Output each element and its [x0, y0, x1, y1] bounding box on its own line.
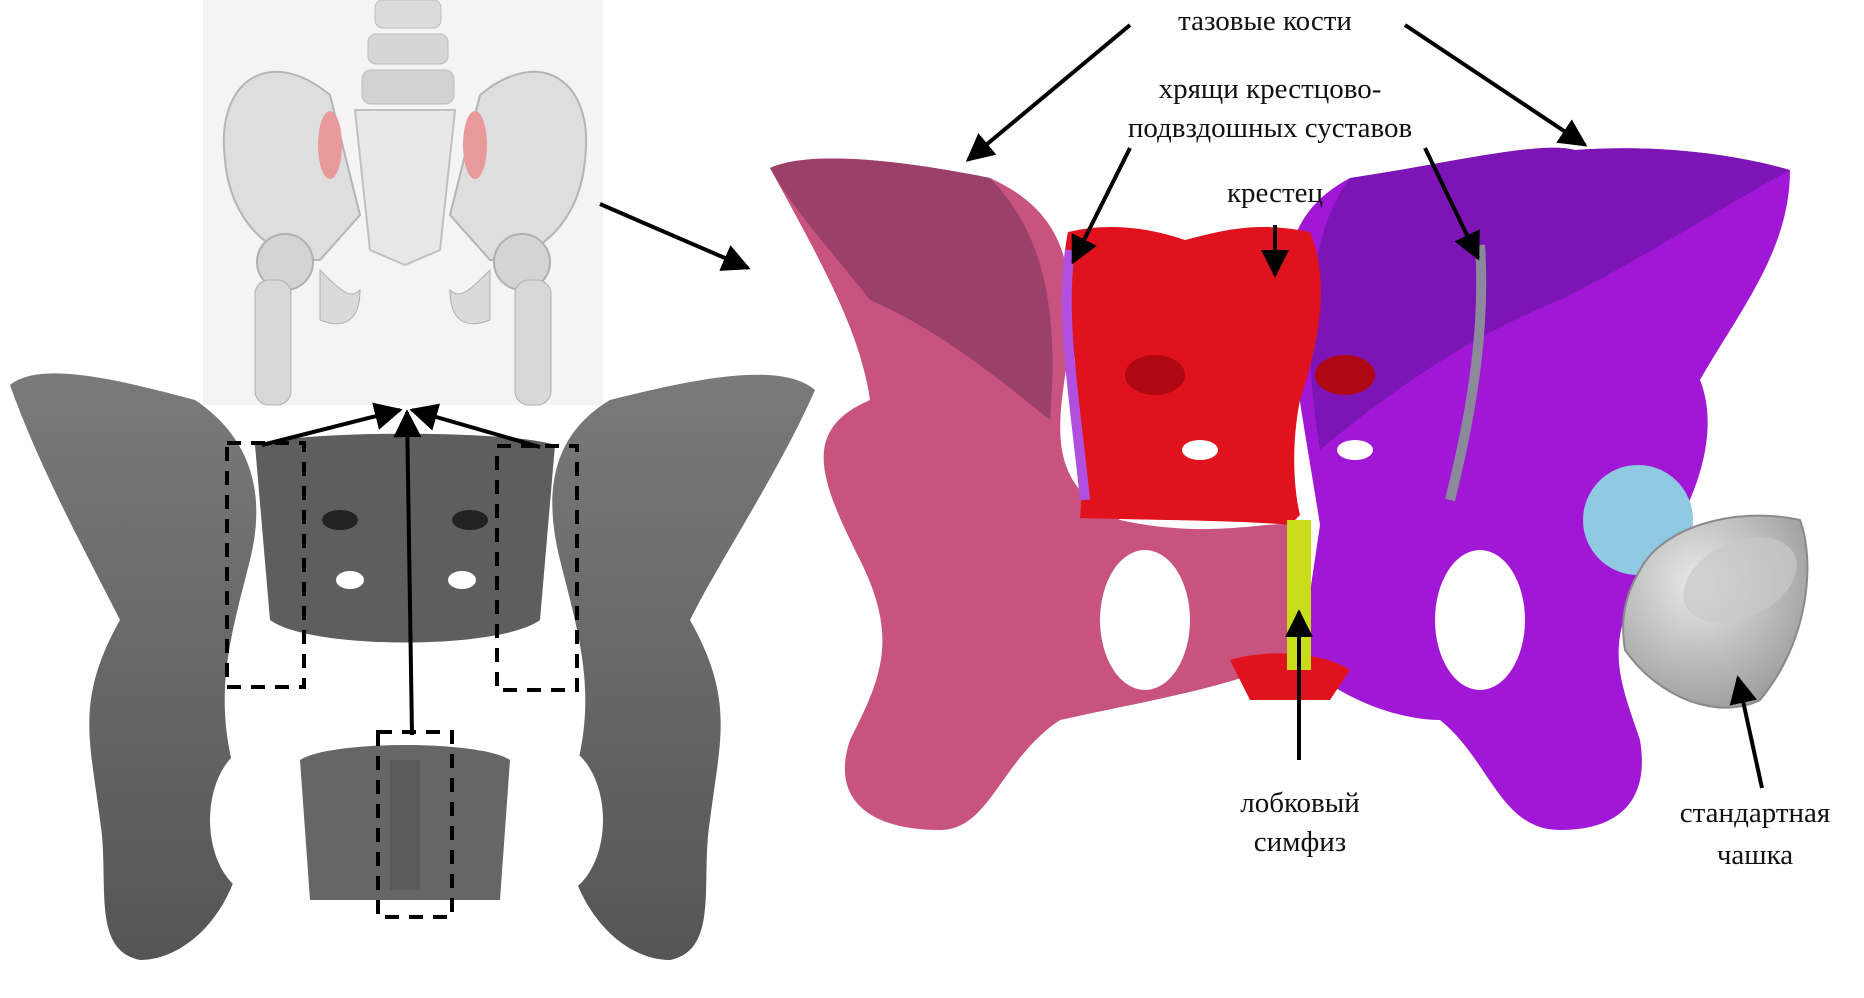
label-si-cartilage-line1: хрящи крестцово-	[1120, 72, 1420, 107]
label-sacrum: крестец	[1200, 176, 1350, 211]
reference-skeleton-image	[203, 0, 603, 405]
arrow-to-colored-model	[600, 204, 748, 268]
label-standard-cup-line1: стандартная	[1655, 796, 1855, 831]
reference-si-joint-left	[318, 111, 342, 179]
segmented-pelvis-model	[770, 148, 1790, 830]
label-pubic-symphysis-line1: лобковый	[1210, 786, 1390, 821]
sacrum	[1064, 227, 1321, 525]
label-si-cartilage-line2: подвздошных суставов	[1090, 111, 1450, 146]
label-standard-cup-line2: чашка	[1655, 838, 1855, 873]
reference-si-joint-right	[463, 111, 487, 179]
label-pelvic-bones: тазовые кости	[1150, 4, 1380, 39]
label-pubic-symphysis-line2: симфиз	[1210, 825, 1390, 860]
